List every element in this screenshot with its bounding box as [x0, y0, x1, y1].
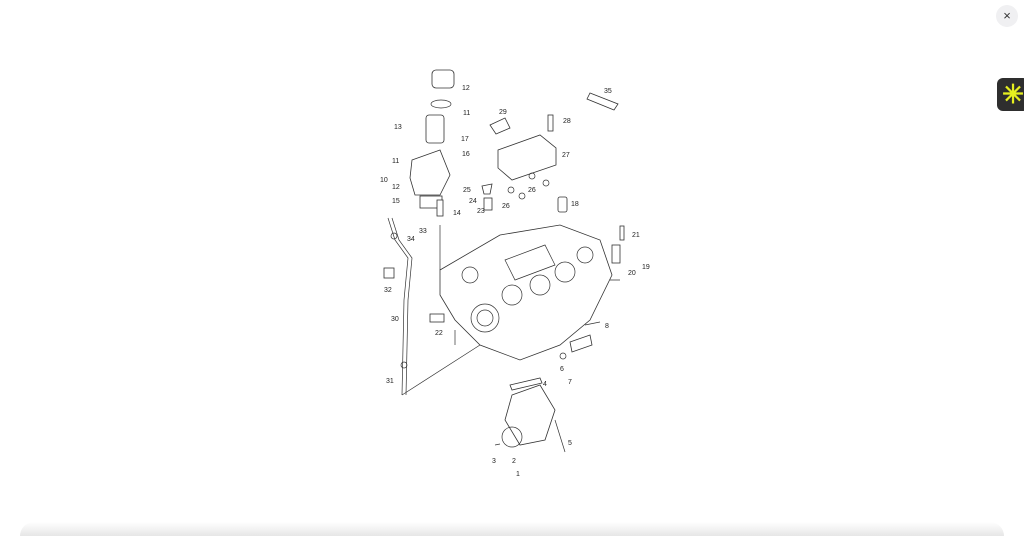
callout-number: 22	[435, 330, 443, 337]
callout-number: 2	[512, 458, 516, 465]
callout-number: 25	[463, 187, 471, 194]
oil-pump-assembly	[494, 377, 566, 453]
callout-number: 3	[492, 458, 496, 465]
callout-number: 26	[528, 187, 536, 194]
callout-number: 17	[461, 136, 469, 143]
dipstick-assembly	[383, 217, 413, 396]
callout-number: 8	[605, 323, 609, 330]
callout-number: 34	[407, 236, 415, 243]
callout-number: 30	[391, 316, 399, 323]
callout-number: 5	[568, 440, 572, 447]
callout-labels: 1211131716111012151429283527262625242318…	[380, 85, 650, 478]
callout-number: 33	[419, 228, 427, 235]
callout-number: 7	[568, 379, 572, 386]
callout-number: 21	[632, 232, 640, 239]
callout-number: 27	[562, 152, 570, 159]
callout-number: 16	[462, 151, 470, 158]
callout-number: 23	[477, 208, 485, 215]
callout-number: 6	[560, 366, 564, 373]
callout-number: 11	[392, 158, 399, 165]
callout-number: 4	[543, 381, 547, 388]
cover-assembly	[481, 92, 619, 213]
callout-number: 13	[394, 124, 402, 131]
oil-filter-assembly	[409, 69, 455, 217]
callout-number: 14	[453, 210, 461, 217]
callout-number: 10	[380, 177, 388, 184]
callout-number: 28	[563, 118, 571, 125]
callout-number: 19	[642, 264, 650, 271]
callout-number: 31	[386, 378, 394, 385]
misc-parts	[401, 225, 625, 396]
callout-number: 11	[463, 110, 470, 117]
callout-number: 1	[516, 471, 520, 478]
callout-number: 20	[628, 270, 636, 277]
callout-number: 18	[571, 201, 579, 208]
callout-number: 24	[469, 198, 477, 205]
close-button[interactable]: ×	[996, 5, 1018, 27]
bottom-panel-edge	[20, 522, 1004, 536]
callout-number: 15	[392, 198, 400, 205]
engine-block	[439, 224, 613, 361]
callout-number: 26	[502, 203, 510, 210]
asterisk-icon[interactable]: ✳	[997, 78, 1024, 111]
callout-number: 12	[462, 85, 470, 92]
callout-number: 12	[392, 184, 400, 191]
callout-number: 32	[384, 287, 392, 294]
callout-number: 35	[604, 88, 612, 95]
callout-number: 29	[499, 109, 507, 116]
